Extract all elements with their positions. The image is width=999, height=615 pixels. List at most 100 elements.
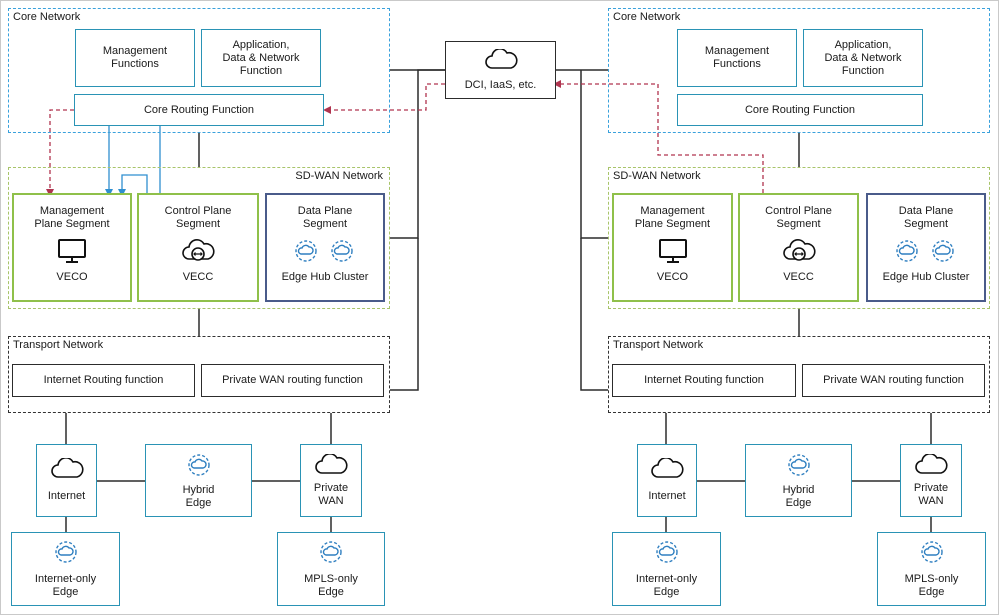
box-label: MPLS-only Edge xyxy=(304,573,358,598)
sdwan-network-region-left: SD-WAN Network xyxy=(8,167,390,309)
management-functions-box-right: Management Functions xyxy=(677,29,797,87)
internet-routing-box-right: Internet Routing function xyxy=(612,364,796,397)
private-wan-routing-box-right: Private WAN routing function xyxy=(802,364,985,397)
private-wan-box-right: Private WAN xyxy=(900,444,962,517)
box-label: MPLS-only Edge xyxy=(904,573,959,598)
private-wan-box-left: Private WAN xyxy=(300,444,362,517)
edge-icon xyxy=(53,539,79,569)
data-plane-segment-left: Data Plane Segment Edge Hub Cluster xyxy=(265,193,385,302)
edge-hub-icons xyxy=(891,237,961,265)
segment-sublabel: VECC xyxy=(783,271,814,283)
sdwan-network-region-right: SD-WAN Network xyxy=(608,167,990,309)
cloud-icon xyxy=(484,47,518,75)
box-label: Internet-only Edge xyxy=(635,573,698,598)
box-label: Hybrid Edge xyxy=(182,483,215,509)
private-wan-routing-box-left: Private WAN routing function xyxy=(201,364,384,397)
segment-label: Management Plane Segment xyxy=(34,205,110,230)
edge-hub-icon xyxy=(331,240,353,262)
core-routing-box-right: Core Routing Function xyxy=(677,94,923,126)
cloud-gateway-icon xyxy=(782,237,816,265)
box-label: Private WAN xyxy=(913,481,949,507)
segment-sublabel: VECC xyxy=(182,271,214,283)
internet-box-right: Internet xyxy=(637,444,697,517)
segment-sublabel: Edge Hub Cluster xyxy=(281,271,369,283)
cloud-icon xyxy=(50,457,84,484)
mgmt-flow-dci-to-core-left xyxy=(330,83,445,111)
box-label: Management Functions xyxy=(704,45,770,70)
control-plane-segment-right: Control Plane Segment VECC xyxy=(738,193,859,302)
region-title: SD-WAN Network xyxy=(295,170,383,182)
sdwan-to-backbone-right xyxy=(580,70,608,239)
edge-icon xyxy=(186,452,212,482)
transport-network-region-left: Transport Network xyxy=(8,336,390,413)
sdwan-to-backbone-left xyxy=(390,69,445,239)
application-function-box-left: Application, Data & Network Function xyxy=(201,29,321,87)
edge-hub-icon xyxy=(896,240,918,262)
segment-label: Data Plane Segment xyxy=(297,205,353,230)
segment-sublabel: VECO xyxy=(56,271,88,283)
arrowhead-mgmt-core-left xyxy=(323,106,331,114)
transport-to-backbone-right xyxy=(580,238,608,391)
transport-to-backbone-left xyxy=(390,238,419,391)
box-label: Internet xyxy=(47,490,86,502)
internet-only-edge-box-right: Internet-only Edge xyxy=(612,532,721,606)
box-label: Management Functions xyxy=(102,45,168,70)
edge-hub-icon xyxy=(295,240,317,262)
mpls-only-edge-box-right: MPLS-only Edge xyxy=(877,532,986,606)
application-function-box-right: Application, Data & Network Function xyxy=(803,29,923,87)
control-plane-segment-left: Control Plane Segment VECC xyxy=(137,193,259,302)
core-routing-box-left: Core Routing Function xyxy=(74,94,324,126)
edge-icon xyxy=(654,539,680,569)
monitor-icon xyxy=(57,237,87,265)
edge-icon xyxy=(318,539,344,569)
box-label: Core Routing Function xyxy=(143,103,255,116)
box-label: Application, Data & Network Function xyxy=(824,38,902,77)
management-functions-box-left: Management Functions xyxy=(75,29,195,87)
segment-label: Data Plane Segment xyxy=(898,205,954,230)
monitor-icon xyxy=(658,237,688,265)
region-title: Transport Network xyxy=(13,339,104,351)
mgmt-flow-core-to-mgmt-left xyxy=(49,109,74,190)
edge-icon xyxy=(786,452,812,482)
edge-icon xyxy=(919,539,945,569)
edge-hub-icons xyxy=(290,237,360,265)
region-title: Transport Network xyxy=(613,339,704,351)
management-plane-segment-left: Management Plane Segment VECO xyxy=(12,193,132,302)
box-label: Hybrid Edge xyxy=(782,483,815,509)
box-label: DCI, IaaS, etc. xyxy=(464,78,537,91)
segment-label: Management Plane Segment xyxy=(634,205,711,230)
core-network-region-right: Core Network xyxy=(608,8,990,133)
box-label: Internet xyxy=(648,490,686,502)
transport-network-region-right: Transport Network xyxy=(608,336,990,413)
internet-box-left: Internet xyxy=(36,444,97,517)
mgmt-flow-control-to-dci-right xyxy=(560,83,764,193)
region-title: Core Network xyxy=(13,11,81,23)
box-label: Internet Routing function xyxy=(644,374,764,386)
segment-label: Control Plane Segment xyxy=(765,205,832,230)
control-flow-loop-inner xyxy=(121,174,148,193)
cloud-icon xyxy=(650,457,684,484)
box-label: Private WAN routing function xyxy=(823,374,964,386)
box-label: Internet-only Edge xyxy=(34,573,97,598)
segment-label: Control Plane Segment xyxy=(164,205,232,230)
edge-hub-icon xyxy=(932,240,954,262)
cloud-icon xyxy=(314,452,348,480)
internet-only-edge-box-left: Internet-only Edge xyxy=(11,532,120,606)
cloud-gateway-icon xyxy=(181,237,215,265)
region-title: Core Network xyxy=(613,11,681,23)
box-label: Core Routing Function xyxy=(744,103,856,116)
mpls-only-edge-box-left: MPLS-only Edge xyxy=(277,532,385,606)
box-label: Application, Data & Network Function xyxy=(222,38,300,77)
region-title: SD-WAN Network xyxy=(613,170,701,182)
hybrid-edge-box-right: Hybrid Edge xyxy=(745,444,852,517)
hybrid-edge-box-left: Hybrid Edge xyxy=(145,444,252,517)
dci-cloud-box: DCI, IaaS, etc. xyxy=(445,41,556,99)
management-plane-segment-right: Management Plane Segment VECO xyxy=(612,193,733,302)
cloud-icon xyxy=(914,452,948,480)
internet-routing-box-left: Internet Routing function xyxy=(12,364,195,397)
arrowhead-mgmt-dci-right xyxy=(553,80,561,88)
data-plane-segment-right: Data Plane Segment Edge Hub Cluster xyxy=(866,193,986,302)
segment-sublabel: Edge Hub Cluster xyxy=(882,271,970,283)
box-label: Private WAN xyxy=(313,481,349,507)
